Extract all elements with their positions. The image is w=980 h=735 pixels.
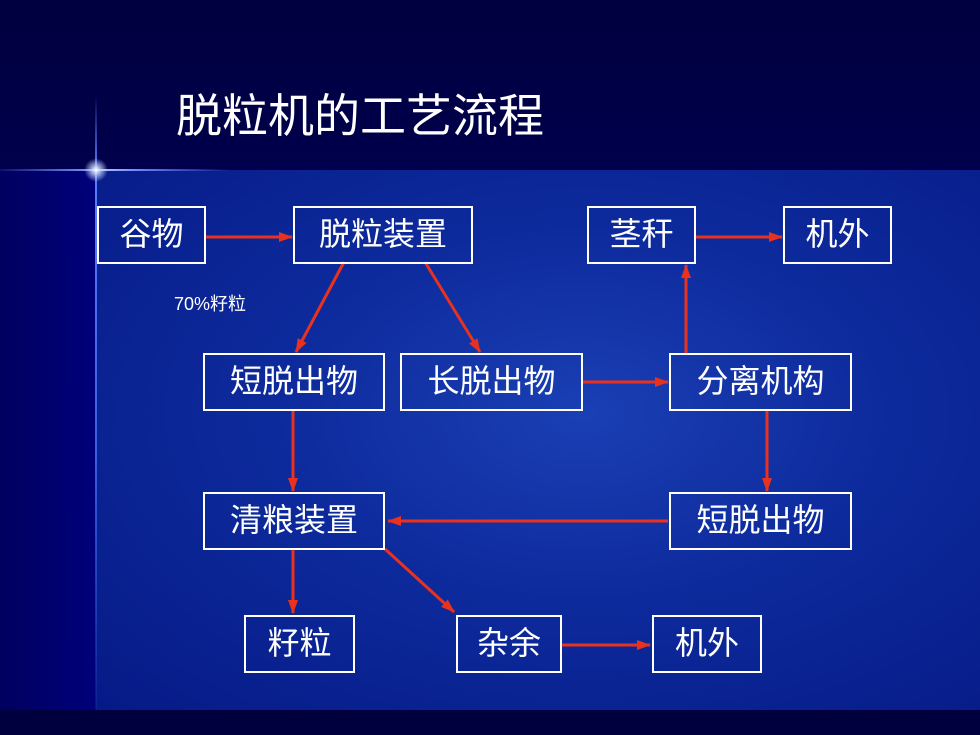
node-grain: 谷物 [97,206,206,264]
node-impurities: 杂余 [456,615,562,673]
node-short-out-2: 短脱出物 [669,492,852,550]
bottom-band [0,710,980,735]
node-out-top: 机外 [783,206,892,264]
node-threshing-device: 脱粒装置 [293,206,473,264]
decorative-horizontal-line [0,169,230,171]
arrow-threshing-to-long [423,261,482,353]
content-area [96,170,980,710]
decorative-vertical-line [95,95,97,710]
left-band [0,170,96,710]
node-straw: 茎秆 [587,206,696,264]
node-separation: 分离机构 [669,353,852,411]
title-band [0,0,980,170]
node-long-out: 长脱出物 [400,353,583,411]
arrow-threshing-to-short [294,261,346,353]
slide-title: 脱粒机的工艺流程 [176,89,544,143]
node-out-bottom: 机外 [652,615,762,673]
sparkle-icon [84,158,108,182]
node-short-out-1: 短脱出物 [203,353,385,411]
arrow-cleaning-to-impurities [383,547,456,614]
node-cleaning: 清粮装置 [203,492,385,550]
annotation-seed-percent: 70%籽粒 [174,294,247,314]
node-seed: 籽粒 [244,615,355,673]
